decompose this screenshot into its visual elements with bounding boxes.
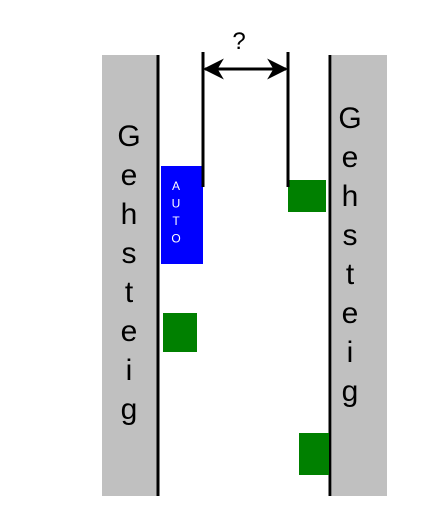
right-sidewalk <box>332 55 387 496</box>
obstacle-box <box>288 180 326 212</box>
left-sidewalk <box>102 55 158 496</box>
car <box>161 166 203 264</box>
obstacle-box <box>299 433 329 475</box>
obstacle-box <box>163 313 197 352</box>
gap-label: ? <box>232 28 245 55</box>
